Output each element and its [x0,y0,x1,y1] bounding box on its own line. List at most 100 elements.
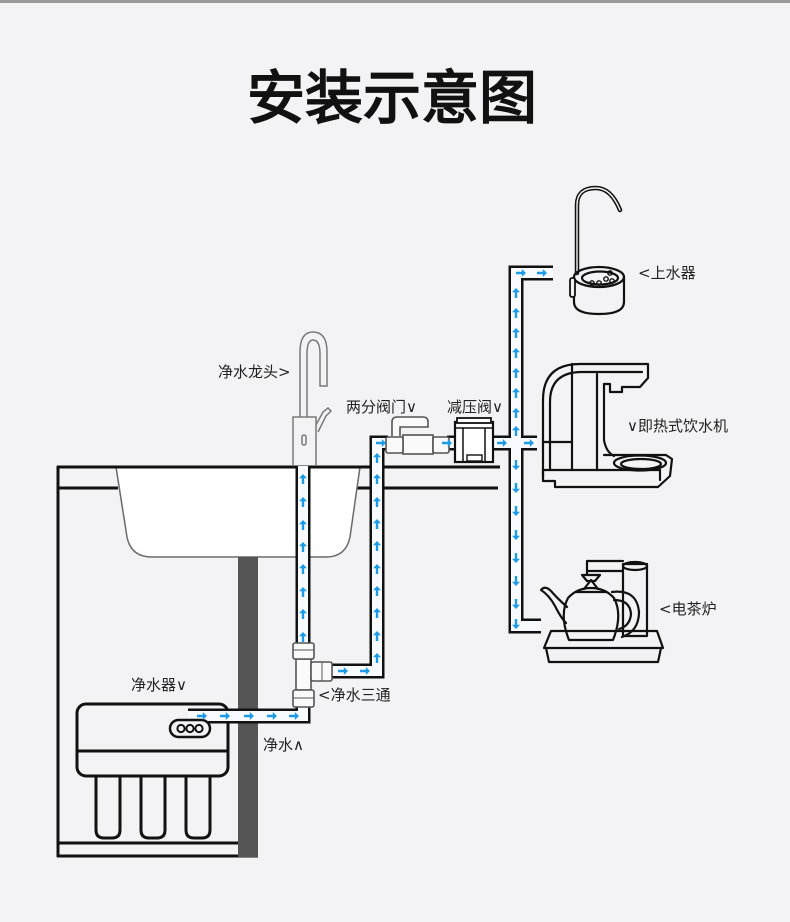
flow-arrow-up-icon [512,368,520,378]
kettle-spout [539,586,569,625]
label-electric-kettle: <电茶炉 [659,600,717,618]
flow-arrow-up-icon [373,631,381,641]
flow-arrow-up-icon [373,586,381,596]
faucet-sensor [301,434,307,446]
drain-pipe [238,557,258,857]
tee-body [295,658,312,691]
label-instant-heater: ∨即热式饮水机 [627,417,728,435]
two-way-valve[interactable] [385,416,450,455]
flow-arrow-right-icon [524,439,534,447]
flow-arrow-up-icon [373,653,381,663]
dispenser-top [572,265,626,289]
flow-arrow-down-icon [512,483,520,493]
flow-arrow-up-icon [299,542,307,552]
indicator-light [194,723,204,734]
flow-arrow-up-icon [373,564,381,574]
purifier-housing [75,702,230,778]
kettle-feed-arm [585,559,625,576]
flow-arrow-down-icon [512,553,520,563]
flow-arrow-down-icon [512,619,520,629]
pipe-riser-dispenser-wall [508,265,553,443]
flow-arrow-up-icon [299,564,307,574]
kettle-base [542,629,665,650]
pure-water-faucet[interactable] [292,331,333,466]
flow-arrow-right-icon [376,439,386,447]
flow-arrow-up-icon [299,474,307,484]
purifier-display [168,718,212,739]
heater-shell-inner [548,370,644,472]
heater-base [541,453,674,489]
label-two-way-valve: 两分阀门∨ [346,398,417,416]
flow-arrow-up-icon [512,426,520,436]
flow-arrow-up-icon [512,408,520,418]
flow-arrow-down-icon [512,530,520,540]
dispenser-cylinder [572,275,626,316]
faucet-gooseneck [299,331,328,417]
label-tee: <净水三通 [318,686,391,704]
label-pure-water: 净水∧ [263,736,304,754]
flow-arrow-up-icon [373,519,381,529]
dispenser-spout [576,187,621,274]
flow-arrow-right-icon [442,439,452,447]
water-dispenser [569,185,626,316]
tee-nut-top [292,642,315,660]
label-water-dispenser: <上水器 [638,264,696,282]
flow-arrow-right-icon [289,712,299,720]
flow-arrow-right-icon [244,712,254,720]
flow-arrow-up-icon [373,474,381,484]
flow-arrow-up-icon [299,587,307,597]
flow-arrow-up-icon [299,609,307,619]
flow-arrow-right-icon [516,269,526,277]
label-pressure-reducer: 减压阀∨ [447,398,503,416]
dispenser-tab [569,277,576,298]
flow-arrow-up-icon [299,520,307,530]
kettle-lid-knob [582,578,600,591]
dispenser-spout-outline [574,185,623,276]
water-purifier [75,702,230,840]
flow-arrow-down-icon [512,576,520,586]
kettle-tray [544,646,663,664]
reducer-cap [456,417,492,424]
flow-arrow-right-icon [537,269,547,277]
top-edge-strip [0,0,790,3]
flow-arrow-up-icon [512,328,520,338]
drip-tray [612,454,668,472]
cabinet [56,466,498,858]
valve-nut-left [385,436,404,454]
sink-basin [115,466,361,558]
indicator-light [185,723,195,734]
pipe-down-kettle [511,443,541,631]
flow-arrow-up-icon [373,497,381,507]
flow-arrow-right-icon [197,712,207,720]
filter-cartridge [94,776,122,840]
flow-arrow-up-icon [512,288,520,298]
kettle-body [562,586,620,642]
faucet-handle[interactable] [315,406,333,433]
valve-nut-right [432,436,450,454]
flow-arrow-down-icon [512,599,520,609]
flow-arrow-up-icon [512,388,520,398]
flow-arrow-up-icon [299,632,307,642]
electric-tea-kettle [539,559,665,664]
page-title: 安装示意图 [247,64,537,132]
flow-arrow-up-icon [299,497,307,507]
display-pill [168,718,212,739]
flow-arrows [197,269,547,720]
label-faucet: 净水龙头> [218,363,291,381]
flow-arrow-right-icon [360,667,370,675]
flow-arrow-down-icon [512,460,520,470]
indicator-light [176,723,186,734]
flow-arrow-right-icon [220,712,230,720]
flow-arrow-up-icon [512,348,520,358]
filter-cartridge [139,776,167,840]
flow-arrow-up-icon [512,308,520,318]
filter-cartridge [184,776,212,840]
flow-arrow-right-icon [497,439,507,447]
label-purifier: 净水器∨ [131,676,187,694]
flow-arrow-up-icon [373,453,381,463]
valve-handle[interactable] [391,416,429,436]
flow-arrow-right-icon [267,712,277,720]
instant-water-heater [541,362,674,489]
